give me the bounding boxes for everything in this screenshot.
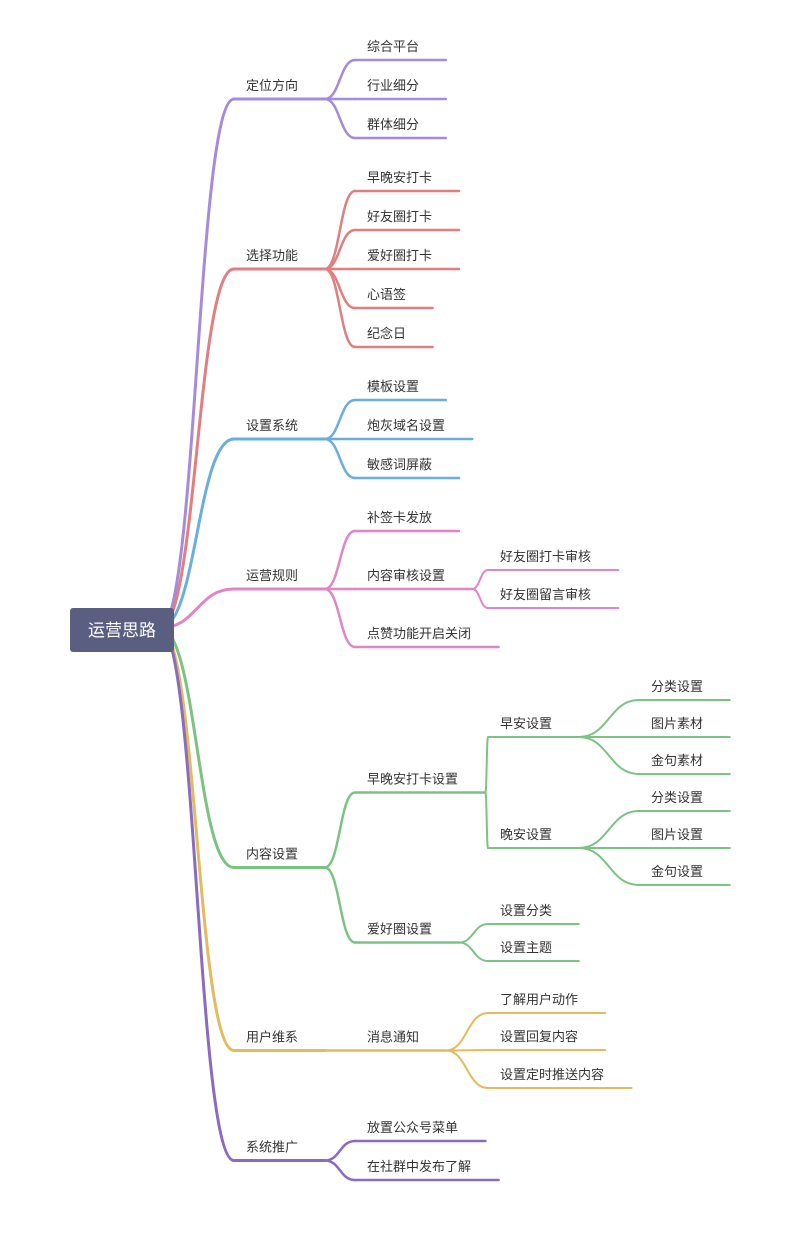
- connector-branches-4-children-0-children-1-children-2: [577, 847, 640, 886]
- connector-lines: [158, 58, 731, 1182]
- node-label[interactable]: 金句设置: [651, 864, 703, 880]
- node-label[interactable]: 爱好圈设置: [367, 923, 432, 938]
- node-label[interactable]: 行业细分: [367, 79, 419, 94]
- node-label[interactable]: 好友圈打卡: [367, 209, 432, 225]
- node-label[interactable]: 设置回复内容: [500, 1029, 578, 1045]
- node-label[interactable]: 敏感词屏蔽: [367, 457, 432, 473]
- node-label[interactable]: 在社群中发布了解: [367, 1159, 471, 1175]
- node-label[interactable]: 炮灰域名设置: [367, 418, 445, 434]
- node-label[interactable]: 分类设置: [651, 791, 703, 806]
- node-label[interactable]: 综合平台: [367, 40, 419, 55]
- connector-branches-6: [158, 626, 236, 1162]
- branch-label[interactable]: 定位方向: [246, 78, 298, 94]
- connector-branches-5: [158, 626, 236, 1052]
- node-label[interactable]: 早晚安打卡设置: [367, 773, 458, 788]
- node-label[interactable]: 好友圈留言审核: [500, 587, 591, 603]
- node-label[interactable]: 图片设置: [651, 828, 703, 843]
- connector-branches-3-children-1-children-1: [471, 588, 489, 609]
- connector-branches-2-children-0: [323, 398, 357, 441]
- connector-branches-1-children-4: [323, 267, 357, 349]
- node-label[interactable]: 设置分类: [500, 904, 552, 919]
- node-label[interactable]: 分类设置: [651, 680, 703, 695]
- connector-branches-4-children-0-children-0-children-2: [577, 736, 640, 775]
- connector-branches-5-children-0-children-1: [444, 1049, 489, 1052]
- connector-branches-3-children-1-children-0: [471, 569, 489, 590]
- connector-branches-0-children-2: [323, 97, 357, 140]
- branch-label[interactable]: 选择功能: [246, 249, 298, 264]
- node-label[interactable]: 心语签: [367, 287, 406, 303]
- node-label[interactable]: 设置主题: [500, 941, 552, 956]
- branch-label[interactable]: 系统推广: [246, 1141, 298, 1156]
- node-label[interactable]: 早晚安打卡: [367, 171, 432, 186]
- branch-label[interactable]: 内容设置: [246, 847, 298, 863]
- node-label[interactable]: 放置公众号菜单: [367, 1121, 458, 1136]
- connector-branches-4-children-0-children-1-children-0: [577, 810, 640, 849]
- connector-branches-4-children-1-children-1: [458, 941, 489, 962]
- node-label[interactable]: 设置定时推送内容: [500, 1067, 604, 1083]
- root-node[interactable]: 运营思路: [70, 608, 174, 652]
- connector-branches-6-children-1: [323, 1159, 357, 1182]
- root-node-label: 运营思路: [88, 621, 156, 641]
- connector-branches-3-children-0: [323, 529, 357, 591]
- connector-branches-4-children-0-children-0-children-0: [577, 699, 640, 738]
- connector-branches-6-children-0: [323, 1139, 357, 1162]
- connector-branches-4-children-1-children-0: [458, 923, 489, 944]
- node-label[interactable]: 补签卡发放: [367, 510, 432, 526]
- branch-label[interactable]: 用户维系: [246, 1030, 298, 1046]
- node-label[interactable]: 金句素材: [651, 753, 703, 769]
- node-label[interactable]: 模板设置: [367, 380, 419, 395]
- branch-label[interactable]: 运营规则: [246, 569, 298, 584]
- connector-branches-1: [158, 267, 236, 630]
- node-label[interactable]: 晚安设置: [500, 828, 552, 843]
- connector-branches-2-children-2: [323, 437, 357, 480]
- node-label[interactable]: 早安设置: [500, 717, 552, 732]
- node-label[interactable]: 爱好圈打卡: [367, 249, 432, 264]
- node-label[interactable]: 内容审核设置: [367, 568, 445, 584]
- node-label[interactable]: 纪念日: [367, 326, 406, 342]
- connector-branches-5-children-0-children-0: [444, 1012, 489, 1052]
- connector-branches-0: [158, 97, 236, 630]
- connector-branches-3-children-2: [323, 587, 357, 649]
- node-label[interactable]: 消息通知: [367, 1030, 419, 1046]
- connector-branches-5-children-0-children-2: [444, 1049, 489, 1089]
- branch-label[interactable]: 设置系统: [246, 419, 298, 434]
- connector-branches-2: [158, 437, 236, 630]
- connector-branches-4-children-0-children-0: [484, 736, 489, 794]
- node-label[interactable]: 了解用户动作: [500, 992, 578, 1008]
- root-node-box: [70, 608, 174, 652]
- node-label[interactable]: 群体细分: [367, 118, 419, 133]
- connector-branches-0-children-0: [323, 58, 357, 101]
- connector-branches-4-children-0-children-1: [484, 791, 489, 849]
- connector-branches-4-children-0: [323, 791, 357, 869]
- node-label[interactable]: 好友圈打卡审核: [500, 549, 591, 565]
- node-label[interactable]: 点赞功能开启关闭: [367, 627, 471, 642]
- node-label[interactable]: 图片素材: [651, 717, 703, 732]
- connector-branches-4-children-1: [323, 866, 357, 944]
